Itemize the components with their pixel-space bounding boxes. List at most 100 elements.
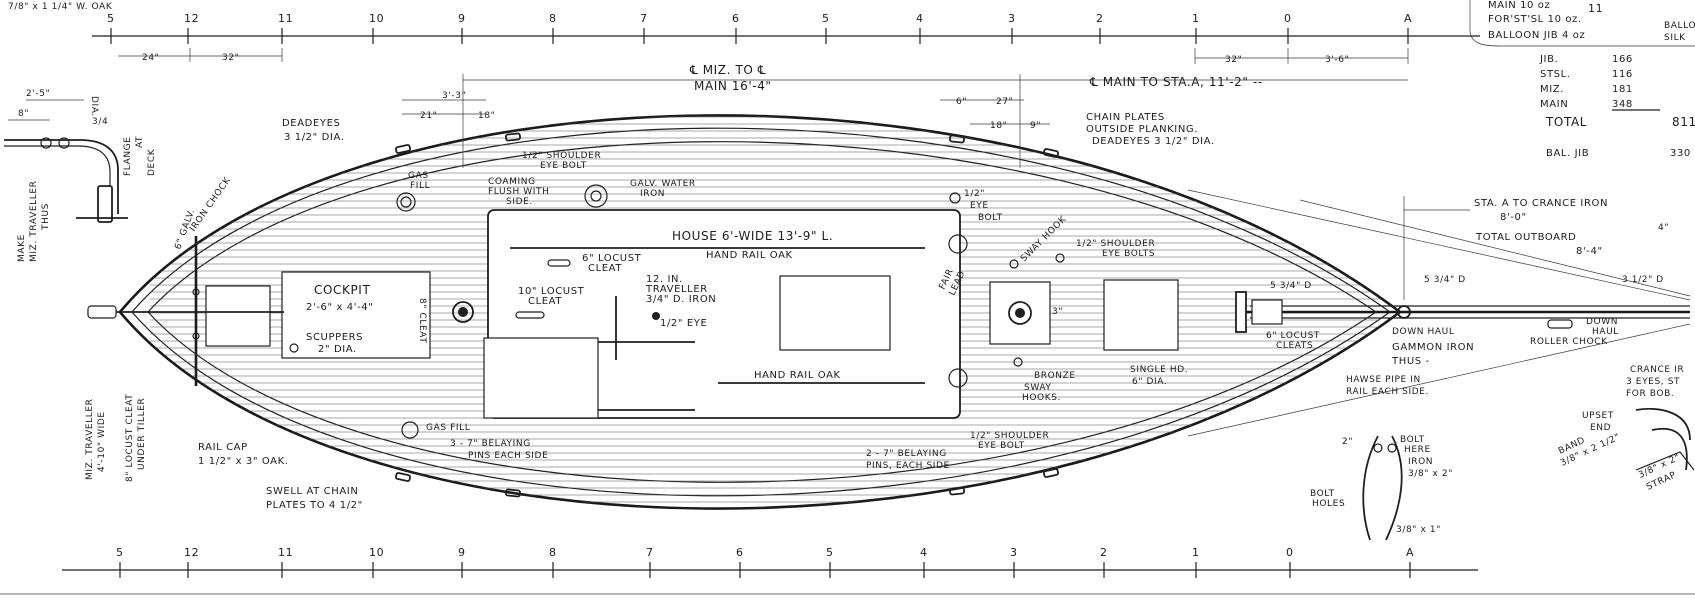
locust-cleats-1: 6" LOCUST: [1266, 331, 1320, 341]
miz-trav-label: MIZ. TRAVELLER: [85, 399, 95, 481]
locust-cleat-6-label: 6" LOCUST: [582, 253, 642, 264]
chain-plates-1: CHAIN PLATES: [1086, 112, 1165, 123]
sail-row-value: 116: [1612, 69, 1633, 80]
dim-4-label: 4": [1658, 223, 1669, 233]
dim-32: 32": [222, 53, 239, 63]
bottom-tick-label: 11: [278, 546, 293, 559]
dim-18b: 18": [990, 121, 1007, 131]
belaying-1b: PINS EACH SIDE: [468, 451, 548, 461]
dim-main-sta: ℄ MAIN TO STA.A, 11'-2" --: [1089, 75, 1263, 89]
rail-cap-1: RAIL CAP: [198, 442, 248, 453]
sta-crance-1: STA. A TO CRANCE IRON: [1474, 198, 1608, 209]
bal-label: BAL. JIB: [1546, 148, 1589, 159]
shoulder-eye-1: 1/2" SHOULDER: [522, 151, 601, 161]
fair-lead-bottom: [948, 368, 968, 388]
cockpit-size: 2'-6" x 4'-4": [306, 302, 373, 313]
bottom-tick-label: 10: [369, 546, 384, 559]
total-label: TOTAL: [1545, 115, 1587, 129]
house-label: HOUSE 6'-WIDE 13'-9" L.: [672, 229, 833, 243]
locust-cleat-10-label: 10" LOCUST: [518, 286, 585, 297]
aft-hatch: [205, 285, 271, 347]
dim-27: 27": [996, 97, 1013, 107]
cockpit-label: COCKPIT: [314, 283, 370, 297]
top-tick-label: 11: [278, 12, 293, 25]
winch-block: [1251, 299, 1283, 325]
bitts: [1235, 291, 1247, 333]
crance-2: 3 EYES, ST: [1626, 377, 1680, 387]
cockpit: [281, 271, 431, 359]
bottom-tick-label: 8: [549, 546, 557, 559]
swell-2: PLATES TO 4 1/2": [266, 500, 363, 511]
top-tick-label: 6: [732, 12, 740, 25]
rail-cap-2: 1 1/2" x 3" OAK.: [198, 456, 289, 467]
top-tick-label: 2: [1096, 12, 1104, 25]
top-tick-label: 9: [458, 12, 466, 25]
bolt-holes-1: BOLT: [1310, 489, 1335, 499]
locust-under-label2: UNDER TILLER: [137, 398, 147, 470]
bottom-tick-label: 5: [826, 546, 834, 559]
shoulder-eye-3a: 1/2" SHOULDER: [1076, 239, 1155, 249]
traveller-detail: 2'-5" DIA. 8" 3/4 MAKE MIZ. TRAVELLER TH…: [4, 89, 233, 482]
swell-1: SWELL AT CHAIN: [266, 486, 358, 497]
iron-381: 3/8" x 1": [1396, 525, 1441, 535]
gas-fill-bottom: [401, 421, 419, 439]
traveller-label: 12. IN.: [646, 274, 683, 285]
dim-3-3: 3'-3": [442, 91, 466, 101]
chain-plates-2: OUTSIDE PLANKING.: [1086, 124, 1198, 135]
dimensions: ℄ MIZ. TO ℄ MAIN 16'-4" ℄ MAIN TO STA.A,…: [402, 63, 1408, 168]
dim-16-4: MAIN 16'-4": [694, 79, 772, 93]
dim-32-bow: 32": [1225, 55, 1242, 65]
top-tick-label: 12: [184, 12, 199, 25]
make-label: MAKE: [17, 234, 27, 262]
make-label3: THUS: [41, 203, 51, 231]
traveller-label2: TRAVELLER: [645, 284, 708, 295]
flange-label: FLANGE: [123, 136, 133, 176]
bottom-tick-label: 4: [920, 546, 928, 559]
bal-value: 330: [1670, 148, 1691, 159]
iron-2: 3/8" x 2": [1408, 469, 1453, 479]
dim-6: 6": [956, 97, 967, 107]
main-oz: MAIN 10 oz: [1488, 0, 1550, 11]
ballo-note: BALLO: [1664, 21, 1695, 31]
bottom-tick-label: 3: [1010, 546, 1018, 559]
crance-3: FOR BOB.: [1626, 389, 1674, 399]
sail-area-table: MAIN 10 oz FOR'ST'SL 10 oz. BALLOON JIB …: [1469, 0, 1695, 159]
chain-plates-3: DEADEYES 3 1/2" DIA.: [1092, 136, 1215, 147]
bottom-tick-label: 2: [1100, 546, 1108, 559]
sail-row-label: MAIN: [1540, 99, 1568, 110]
eye-bolt-3: BOLT: [978, 213, 1003, 223]
eye-bolt-fwd: [949, 192, 961, 204]
dim-9: 9": [1030, 121, 1041, 131]
scupper: [289, 343, 299, 353]
roller-chock-label: ROLLER CHOCK: [1530, 337, 1608, 347]
top-tick-label: 3: [1008, 12, 1016, 25]
foredeck: 3": [989, 189, 1691, 437]
block-1: SINGLE HD.: [1130, 365, 1188, 375]
sail-row-value: 348: [1612, 99, 1633, 110]
dia-534b: 5 3/4" D: [1424, 275, 1466, 285]
top-tick-label: 0: [1284, 12, 1292, 25]
mizzen-mast: [452, 301, 474, 323]
silk-note: SILK: [1664, 33, 1686, 43]
sway-hook-label: SWAY HOOK: [1019, 214, 1069, 264]
scuppers-size: 2" DIA.: [318, 344, 357, 355]
top-tick-label: 8: [549, 12, 557, 25]
gammon-iron-detail: BOLT HERE IRON 3/8" x 2" BOLT HOLES 3/8"…: [1310, 435, 1453, 541]
water-fill: [584, 184, 608, 208]
forst-oz: FOR'ST'SL 10 oz.: [1488, 14, 1582, 25]
shoulder-eye-2b: EYE BOLT: [978, 441, 1025, 451]
main-mast: [1008, 301, 1032, 325]
down-haul-2: DOWN: [1586, 317, 1618, 327]
bottom-tick-label: 0: [1286, 546, 1294, 559]
block-2: 6" DIA.: [1132, 377, 1167, 387]
eye-bolt-1: 1/2": [964, 189, 985, 199]
deadeyes-label: DEADEYES: [282, 118, 340, 129]
bronze-2: SWAY: [1024, 383, 1051, 393]
bronze-3: HOOKS.: [1022, 393, 1061, 403]
total-value: 811: [1672, 115, 1695, 129]
shoulder-eye-1b: EYE BOLT: [540, 161, 587, 171]
make-label2: MIZ. TRAVELLER: [29, 181, 39, 263]
crance-iron-detail: UPSET END BAND 3/8" x 2 1/2" 3/8" x 2" S…: [1557, 407, 1695, 493]
